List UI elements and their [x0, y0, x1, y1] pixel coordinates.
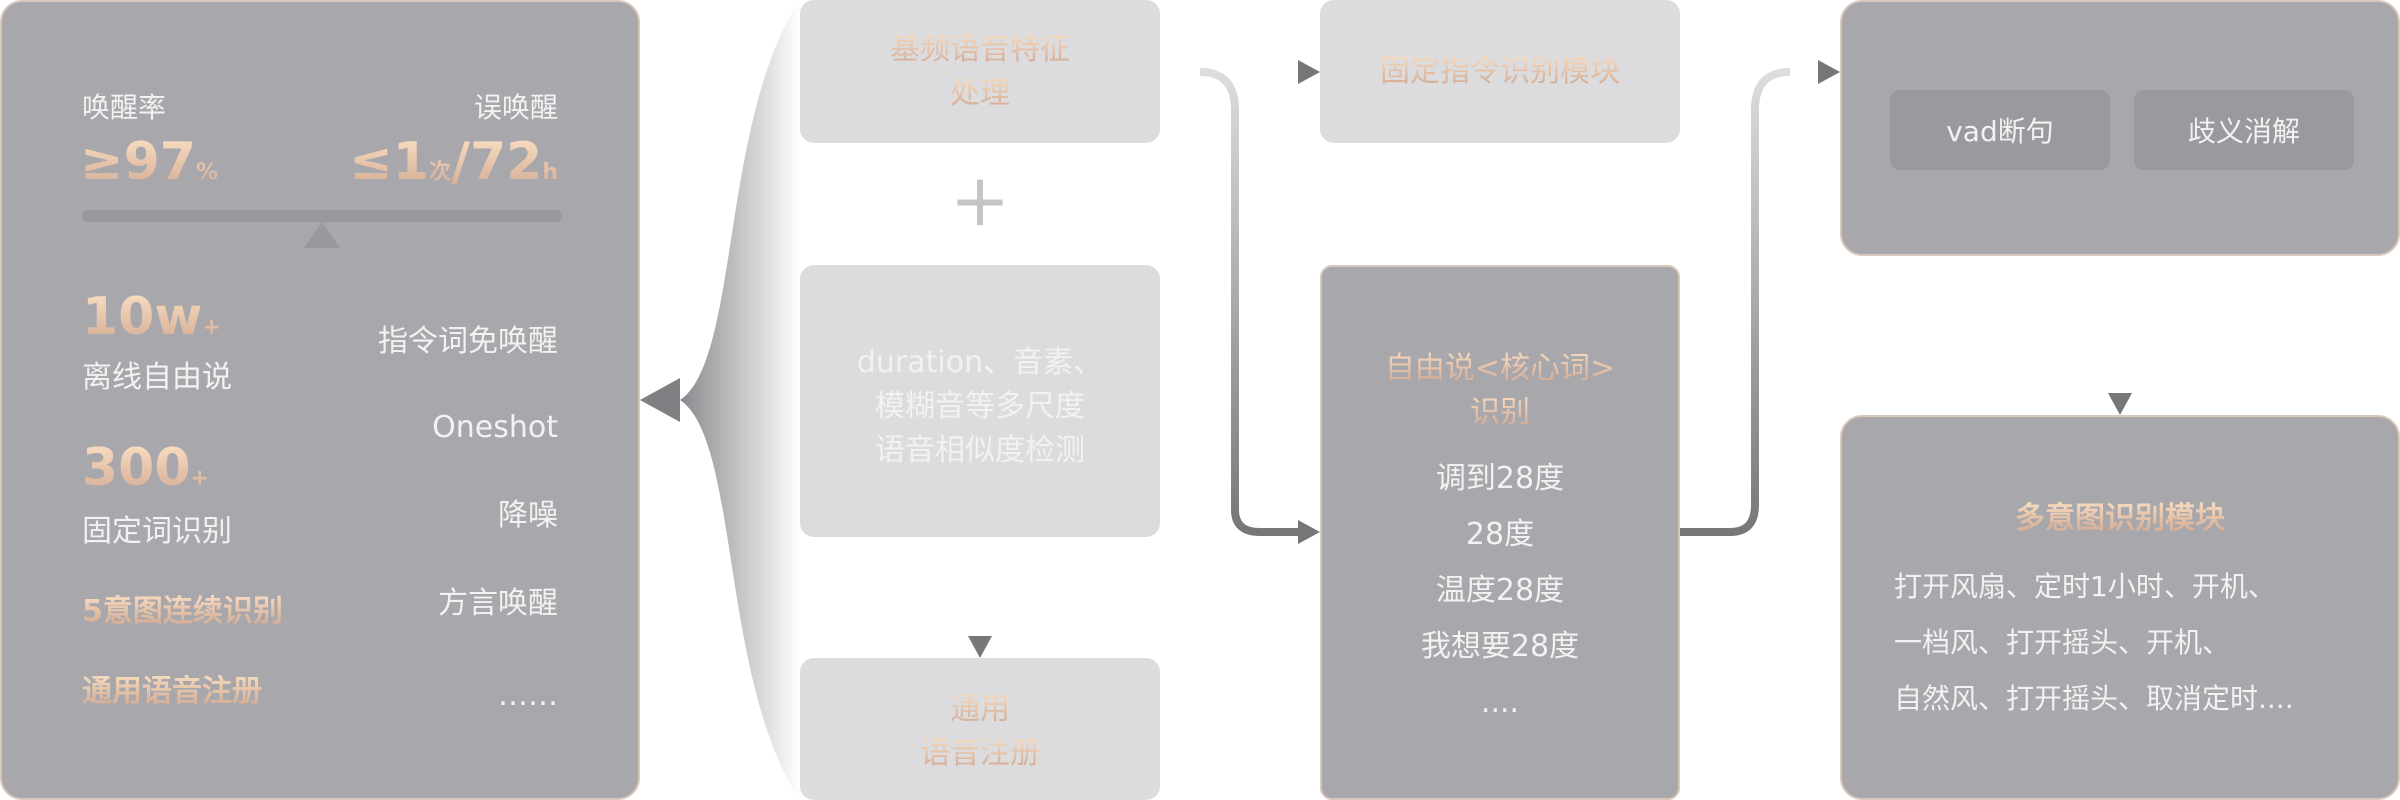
plus-icon: +: [949, 158, 1011, 242]
post-processing-box: vad断句 歧义消解: [1840, 0, 2400, 256]
balance-pivot-icon: [304, 222, 340, 248]
free-speech-box: 自由说<核心词> 识别 调到28度 28度 温度28度 我想要28度 ....: [1320, 265, 1680, 800]
voice-register-box: 通用 语音注册: [800, 658, 1160, 800]
fixed-value: 300+: [82, 438, 209, 509]
similarity-detection-box: duration、音素、 模糊音等多尺度 语音相似度检测: [800, 265, 1160, 537]
multi-intent-label: 5意图连续识别: [82, 590, 283, 634]
box-line: 通用: [800, 688, 1160, 732]
wake-rate-value: ≥97%: [80, 132, 218, 203]
feature-item: ……: [498, 678, 558, 713]
feature-item: 方言唤醒: [438, 586, 558, 621]
box-title: 自由说<核心词>: [1322, 347, 1678, 391]
multi-intent-box: 多意图识别模块 打开风扇、定时1小时、开机、 一档风、打开摇头、开机、 自然风、…: [1840, 415, 2400, 800]
false-wake-label: 误唤醒: [473, 91, 558, 124]
disambiguation-chip: 歧义消解: [2134, 90, 2354, 170]
box-title: 多意图识别模块: [1842, 497, 2398, 541]
voice-register-label: 通用语音注册: [82, 670, 262, 714]
feature-item: Oneshot: [432, 410, 558, 445]
intent-line: 一档风、打开摇头、开机、: [1894, 626, 2231, 659]
balance-bar: [82, 210, 562, 222]
box-line: 模糊音等多尺度: [875, 389, 1085, 424]
example-item: 调到28度: [1435, 461, 1565, 496]
box-title: 识别: [1322, 391, 1678, 435]
pitch-feature-box: 基频语音特征 处理: [800, 0, 1160, 143]
arrow-left-icon: [640, 378, 680, 422]
box-title: 固定指令识别模块: [1320, 50, 1680, 94]
vad-chip: vad断句: [1890, 90, 2110, 170]
example-item: ....: [1480, 685, 1520, 720]
example-item: 28度: [1465, 517, 1535, 552]
example-item: 温度28度: [1435, 573, 1565, 608]
intent-line: 自然风、打开摇头、取消定时....: [1894, 682, 2294, 715]
false-wake-value: ≤1次/72h: [349, 132, 558, 203]
box-line: 处理: [800, 72, 1160, 116]
box-line: 语音注册: [800, 732, 1160, 776]
offline-value: 10w+: [82, 287, 221, 358]
box-line: duration、音素、: [856, 345, 1104, 380]
box-line: 语音相似度检测: [875, 433, 1085, 468]
feature-item: 指令词免唤醒: [378, 324, 558, 359]
funnel-shape: [680, 0, 800, 800]
example-item: 我想要28度: [1420, 629, 1580, 664]
capability-panel: 唤醒率 误唤醒 ≥97% ≤1次/72h 10w+ 离线自由说 300+ 固定词…: [0, 0, 640, 800]
intent-line: 打开风扇、定时1小时、开机、: [1894, 570, 2276, 603]
fixed-label: 固定词识别: [82, 514, 232, 549]
wake-rate-label: 唤醒率: [82, 91, 167, 124]
feature-item: 降噪: [498, 498, 558, 533]
fixed-command-box: 固定指令识别模块: [1320, 0, 1680, 143]
offline-label: 离线自由说: [82, 360, 232, 395]
box-line: 基频语音特征: [800, 28, 1160, 72]
